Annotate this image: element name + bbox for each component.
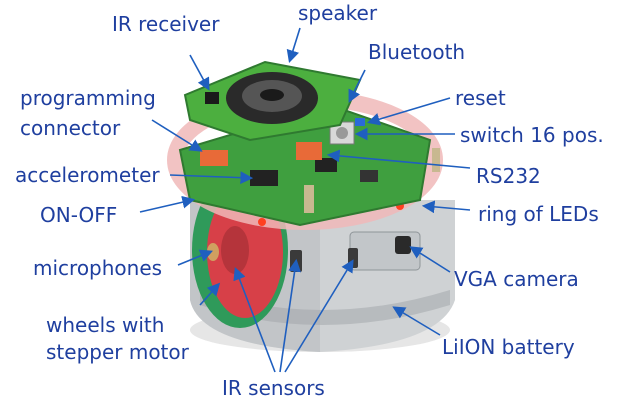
label-wheels-line2: stepper motor (46, 340, 189, 364)
label-ring-of-leds: ring of LEDs (478, 202, 599, 226)
switch-knob (336, 127, 348, 139)
label-ir-receiver: IR receiver (112, 12, 220, 36)
chip-3 (360, 170, 378, 182)
led-2 (258, 218, 266, 226)
ir-sensor-window-1 (290, 250, 302, 272)
programming-connector-part (200, 150, 228, 166)
label-rs232: RS232 (476, 164, 541, 188)
label-speaker: speaker (298, 1, 378, 25)
post-2 (432, 148, 440, 172)
label-programming-line2: connector (20, 116, 121, 140)
ir-receiver-part (205, 92, 219, 104)
label-accelerometer: accelerometer (15, 163, 160, 187)
speaker-center (260, 89, 284, 101)
label-ir-sensors: IR sensors (222, 376, 325, 400)
wheel-center (221, 226, 249, 274)
label-programming-line1: programming (20, 86, 156, 110)
ir-sensor-window-2 (348, 248, 358, 268)
label-on-off: ON-OFF (40, 203, 118, 227)
label-vga-camera: VGA camera (454, 267, 579, 291)
label-reset: reset (455, 86, 506, 110)
label-wheels-line1: wheels with (46, 313, 165, 337)
chip-2 (315, 158, 337, 172)
wheel-axle (207, 243, 219, 261)
label-bluetooth: Bluetooth (368, 40, 466, 64)
label-microphones: microphones (33, 256, 163, 280)
post-1 (304, 185, 314, 213)
camera-lens (395, 236, 411, 254)
reset-button-part (355, 118, 365, 126)
label-lilion-battery: LiION battery (442, 335, 575, 359)
label-switch: switch 16 pos. (460, 123, 604, 147)
rs232-connector-part (296, 142, 322, 160)
chip-1 (250, 170, 278, 186)
